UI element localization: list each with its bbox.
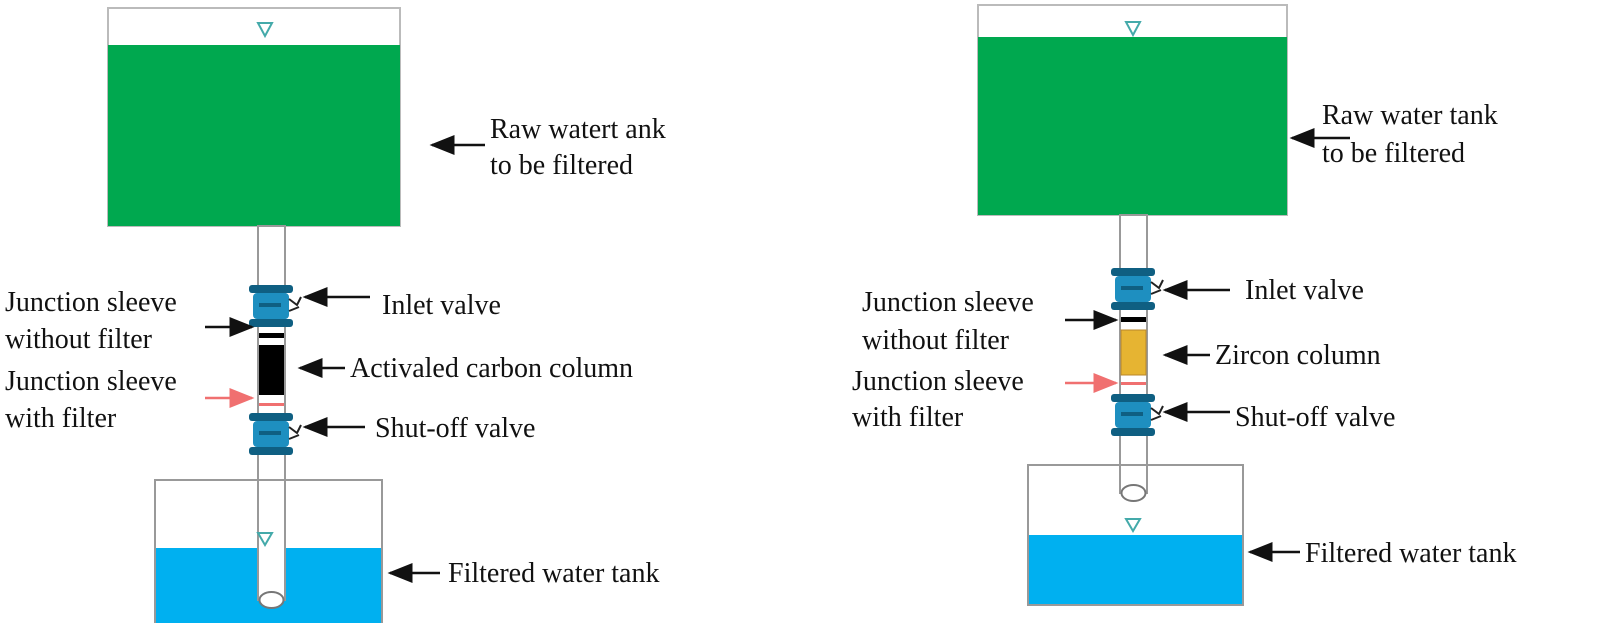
raw-tank-label: Raw watert ank — [490, 114, 666, 145]
sleeve-without-filter — [1121, 317, 1146, 322]
sleeve-with-filter — [1121, 382, 1146, 385]
shutoff-valve-icon — [1110, 393, 1164, 437]
raw-water — [108, 45, 400, 226]
water-level-icon — [1124, 518, 1142, 533]
sleeve-without-filter-label: Junction sleeve — [5, 287, 177, 318]
raw-tank-label: to be filtered — [1322, 138, 1465, 169]
sleeve-without-filter-label: Junction sleeve — [862, 287, 1034, 318]
inlet-valve-label: Inlet valve — [382, 290, 501, 321]
right-setup: Raw water tank to be filtered Inlet valv… — [852, 4, 1516, 606]
raw-tank-label: to be filtered — [490, 150, 633, 181]
sleeve-with-filter — [259, 403, 284, 406]
sleeve-without-filter-label: without filter — [5, 324, 153, 355]
shutoff-valve-label: Shut-off valve — [375, 413, 535, 444]
raw-tank-label: Raw water tank — [1322, 100, 1498, 131]
filtered-tank-label: Filtered water tank — [1305, 538, 1516, 569]
filtered-water — [1029, 535, 1242, 604]
shutoff-valve-label: Shut-off valve — [1235, 402, 1395, 433]
inlet-valve-label: Inlet valve — [1245, 275, 1364, 306]
water-level-icon — [256, 532, 274, 547]
pipe-outlet — [1120, 484, 1147, 502]
sleeve-with-filter-label: Junction sleeve — [5, 366, 177, 397]
water-level-icon — [1124, 21, 1142, 38]
sleeve-with-filter-label: with filter — [852, 402, 964, 433]
left-setup: Raw watert ank to be filtered Inlet valv… — [5, 7, 666, 623]
column-label: Activaled carbon column — [350, 353, 633, 384]
carbon-column — [259, 345, 284, 395]
sleeve-without-filter-label: without filter — [862, 325, 1010, 356]
inlet-valve-icon — [248, 284, 302, 328]
sleeve-with-filter-label: with filter — [5, 403, 117, 434]
zircon-column — [1120, 329, 1147, 376]
sleeve-with-filter-label: Junction sleeve — [852, 366, 1024, 397]
water-level-icon — [256, 22, 274, 39]
inlet-valve-icon — [1110, 267, 1164, 311]
sleeve-without-filter — [259, 333, 284, 338]
filtered-tank-label: Filtered water tank — [448, 558, 659, 589]
shutoff-valve-icon — [248, 412, 302, 456]
raw-water — [978, 37, 1287, 215]
column-label: Zircon column — [1215, 340, 1381, 371]
